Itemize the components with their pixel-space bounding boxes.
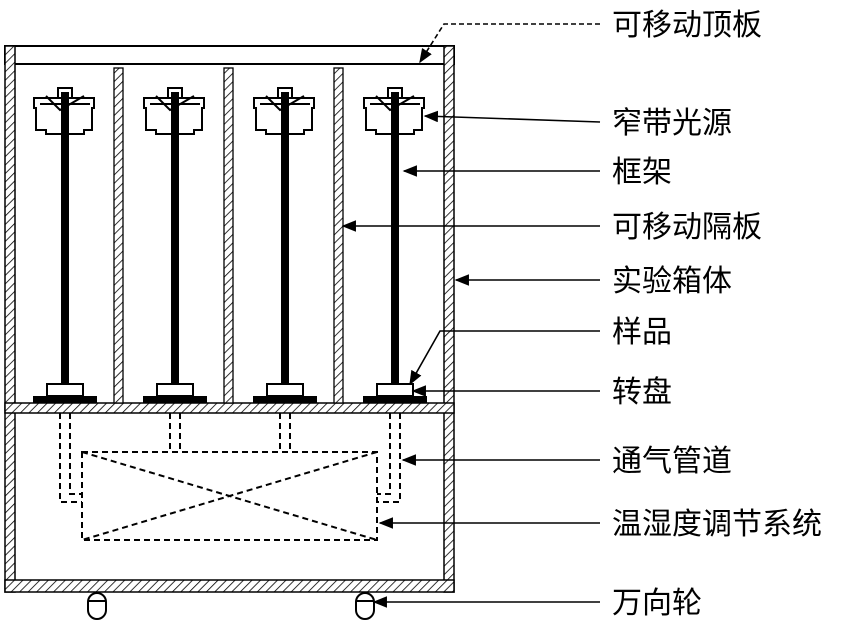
unit-1 — [33, 87, 97, 403]
label-chamber: 实验箱体 — [612, 264, 732, 299]
frame-rod — [281, 92, 289, 385]
partitions — [113, 67, 344, 404]
leader-lines — [341, 23, 601, 608]
label-duct: 通气管道 — [612, 444, 732, 479]
unit-2 — [143, 87, 207, 403]
label-climate-system: 温湿度调节系统 — [612, 507, 822, 542]
unit-4 — [363, 87, 427, 403]
turntable — [33, 396, 97, 403]
label-light-source: 窄带光源 — [612, 106, 732, 141]
frame-rod — [171, 92, 179, 385]
ventilation-ducts — [59, 413, 401, 503]
sample — [46, 383, 84, 397]
climate-system — [81, 451, 378, 541]
turntable — [253, 396, 317, 403]
sample — [266, 383, 304, 397]
sample — [376, 383, 414, 397]
frame-rod — [61, 92, 69, 385]
unit-3 — [253, 87, 317, 403]
casters — [87, 592, 375, 620]
turntable — [363, 396, 427, 403]
turntable — [143, 396, 207, 403]
label-sample: 样品 — [612, 315, 672, 350]
label-caster: 万向轮 — [612, 586, 702, 621]
label-top-board: 可移动顶板 — [612, 8, 762, 43]
label-partition: 可移动隔板 — [612, 210, 762, 245]
chamber-walls — [4, 45, 455, 593]
label-frame: 框架 — [612, 155, 672, 190]
label-turntable: 转盘 — [612, 375, 672, 410]
top-board — [4, 45, 455, 65]
sample — [156, 383, 194, 397]
frame-rod — [391, 92, 399, 385]
